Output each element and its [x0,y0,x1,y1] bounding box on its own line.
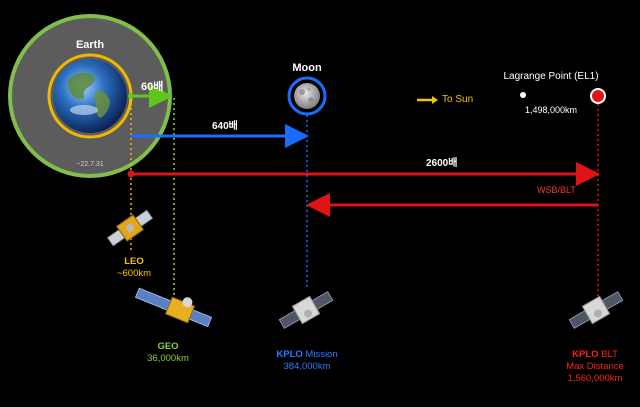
moon-icon [287,76,327,116]
satellite-icon [106,209,154,247]
blt-ratio-label: 2600배 [426,158,458,169]
kplo-blt-name: KPLO [572,349,599,360]
satellite-icon [568,291,624,329]
kplo-mission-name: KPLO [276,349,303,360]
kplo-blt-title: KPLO BLT [572,350,618,360]
earth-label: Earth [75,39,105,51]
kplo-blt-suffix: BLT [601,349,618,360]
wsb-blt-label: WSB/BLT [537,185,576,195]
kplo-mission-title: KPLO Mission [276,350,337,360]
kplo-blt-line2: Max Distance [566,361,624,372]
geo-distance: 36,000km [147,353,189,364]
l1-point-icon [590,88,606,104]
kplo-blt-distance: 1,560,000km [567,373,623,384]
earth-globe-icon [53,59,127,133]
leo-name: LEO [124,256,144,267]
to-sun-label: To Sun [442,94,474,105]
kplo-mission-distance: 384,000km [283,361,331,372]
leo-distance: ~600km [116,268,152,279]
lagrange-marker-dot [520,92,526,98]
earth-date: ~22.7.31 [76,161,104,168]
moon-label: Moon [292,62,322,74]
satellite-icon [134,287,213,328]
lagrange-label: Lagrange Point (EL1) [503,71,599,82]
geo-ratio-label: 60배 [141,81,164,93]
satellite-icon [278,291,334,329]
lagrange-distance: 1,498,000km [524,105,578,115]
moon-ratio-label: 640배 [212,121,238,132]
geo-name: GEO [157,341,179,352]
kplo-mission-suffix: Mission [305,349,338,360]
